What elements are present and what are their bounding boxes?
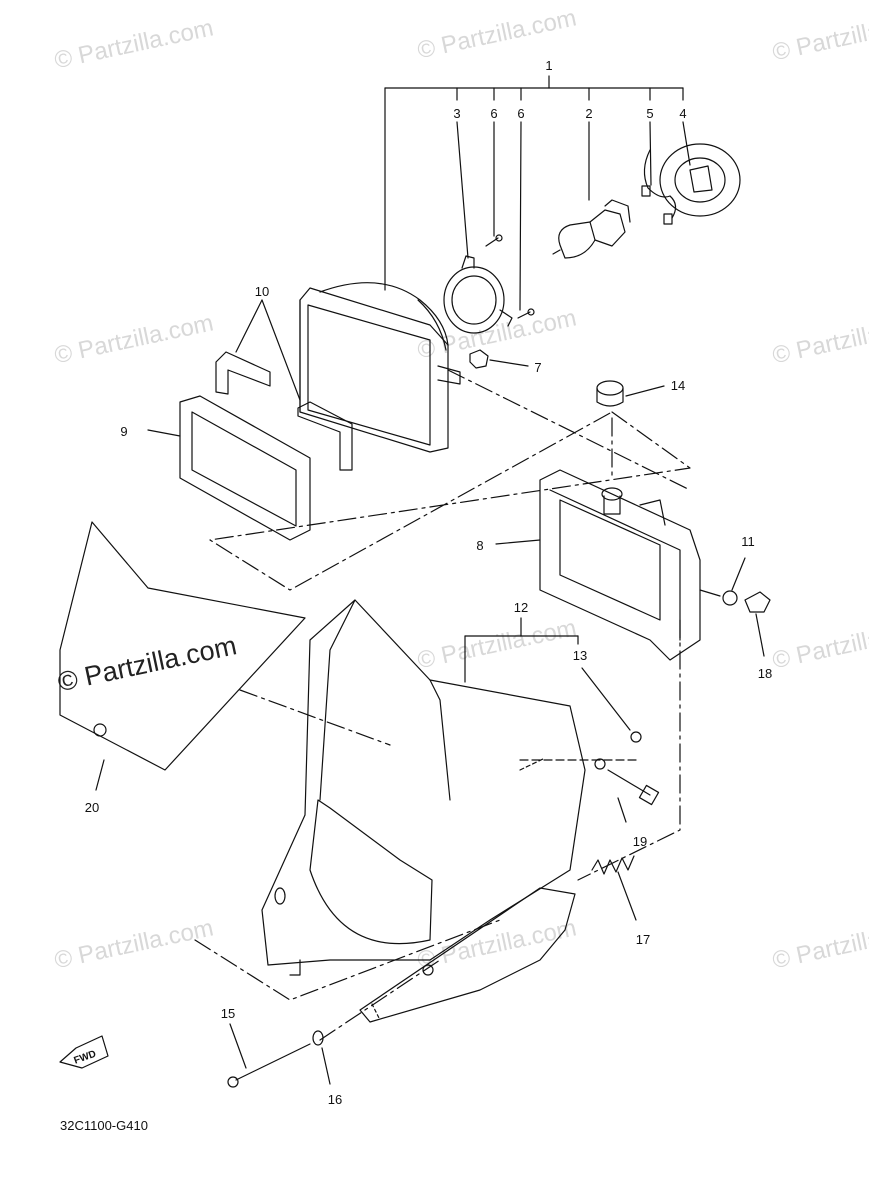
cowl [262, 600, 585, 975]
callout-13: 13 [573, 648, 587, 663]
callout-8: 8 [476, 538, 483, 553]
bolt [700, 590, 737, 605]
callout-20: 20 [85, 800, 99, 815]
nut [470, 350, 488, 368]
wire [644, 150, 675, 218]
callout-10: 10 [255, 284, 269, 299]
bolt [608, 770, 659, 805]
wire-terminal [642, 186, 650, 196]
long-bolt [228, 1044, 310, 1087]
fwd-arrow-icon [60, 1036, 108, 1068]
spring [592, 856, 634, 874]
mount-bracket [540, 470, 700, 660]
callout-6-second: 6 [517, 106, 524, 121]
screw [518, 309, 534, 318]
callout-12: 12 [514, 600, 528, 615]
callout-15: 15 [221, 1006, 235, 1021]
clip-nut [745, 592, 770, 612]
fwd-label: FWD [73, 1049, 98, 1067]
callout-9: 9 [120, 424, 127, 439]
callout-6: 6 [490, 106, 497, 121]
callout-2: 2 [585, 106, 592, 121]
callout-4: 4 [679, 106, 686, 121]
damper [298, 402, 352, 470]
callout-11: 11 [741, 534, 755, 549]
bulb-cover [660, 144, 740, 216]
socket-ring [444, 256, 512, 333]
callout-7: 7 [534, 360, 541, 375]
callout-16: 16 [328, 1092, 342, 1107]
washer [313, 1031, 323, 1045]
callout-1-bracket [385, 76, 683, 290]
callout-18: 18 [758, 666, 772, 681]
wire-terminal [664, 214, 672, 224]
diagram-code: 32C1100-G410 [60, 1118, 148, 1133]
damper [216, 352, 270, 394]
callout-5: 5 [646, 106, 653, 121]
callout-3: 3 [453, 106, 460, 121]
bulb [553, 200, 630, 258]
decal [60, 522, 305, 770]
grommet [597, 381, 623, 406]
washer [631, 732, 641, 742]
callout-14: 14 [671, 378, 685, 393]
callout-1: 1 [545, 58, 552, 73]
lens-seal [180, 396, 310, 540]
headlight-unit [300, 283, 460, 452]
callout-19: 19 [633, 834, 647, 849]
screw [486, 235, 502, 246]
lower-cowl [360, 888, 575, 1022]
callout-17: 17 [636, 932, 650, 947]
